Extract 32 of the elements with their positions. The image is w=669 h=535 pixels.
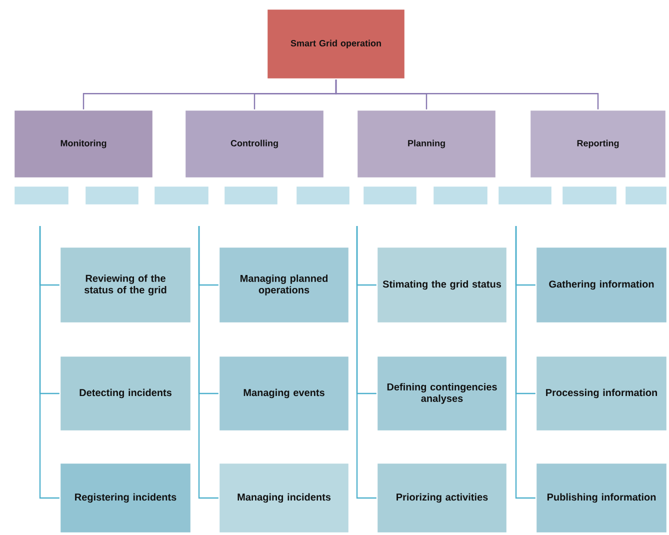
task-box: Registering incidents	[59, 462, 192, 534]
empty-box	[624, 185, 668, 206]
connector-line	[335, 80, 599, 110]
category-box: Controlling	[184, 109, 325, 179]
empty-box	[295, 185, 351, 206]
task-box: Publishing information	[535, 462, 668, 534]
task-box: Stimating the grid status	[376, 246, 508, 324]
task-box: Reviewing of the status of the grid	[59, 246, 192, 324]
connector-line	[515, 226, 536, 499]
task-box: Detecting incidents	[59, 355, 192, 432]
task-box: Gathering information	[535, 246, 668, 324]
empty-box	[561, 185, 618, 206]
empty-box	[153, 185, 210, 206]
category-box: Monitoring	[13, 109, 154, 179]
connector-line	[198, 226, 218, 499]
root-box: Smart Grid operation	[266, 8, 406, 80]
empty-box	[497, 185, 553, 206]
empty-box	[223, 185, 279, 206]
empty-box	[362, 185, 418, 206]
category-box: Reporting	[529, 109, 667, 179]
task-box: Defining contingencies analyses	[376, 355, 508, 432]
task-box: Priorizing activities	[376, 462, 508, 534]
empty-box	[13, 185, 70, 206]
connector-line	[356, 226, 376, 499]
connector-line	[39, 226, 60, 499]
category-box: Planning	[356, 109, 497, 179]
task-box: Managing planned operations	[218, 246, 350, 324]
task-box: Managing events	[218, 355, 350, 432]
task-box: Managing incidents	[218, 462, 350, 534]
task-box: Processing information	[535, 355, 668, 432]
empty-box	[432, 185, 489, 206]
empty-box	[84, 185, 140, 206]
